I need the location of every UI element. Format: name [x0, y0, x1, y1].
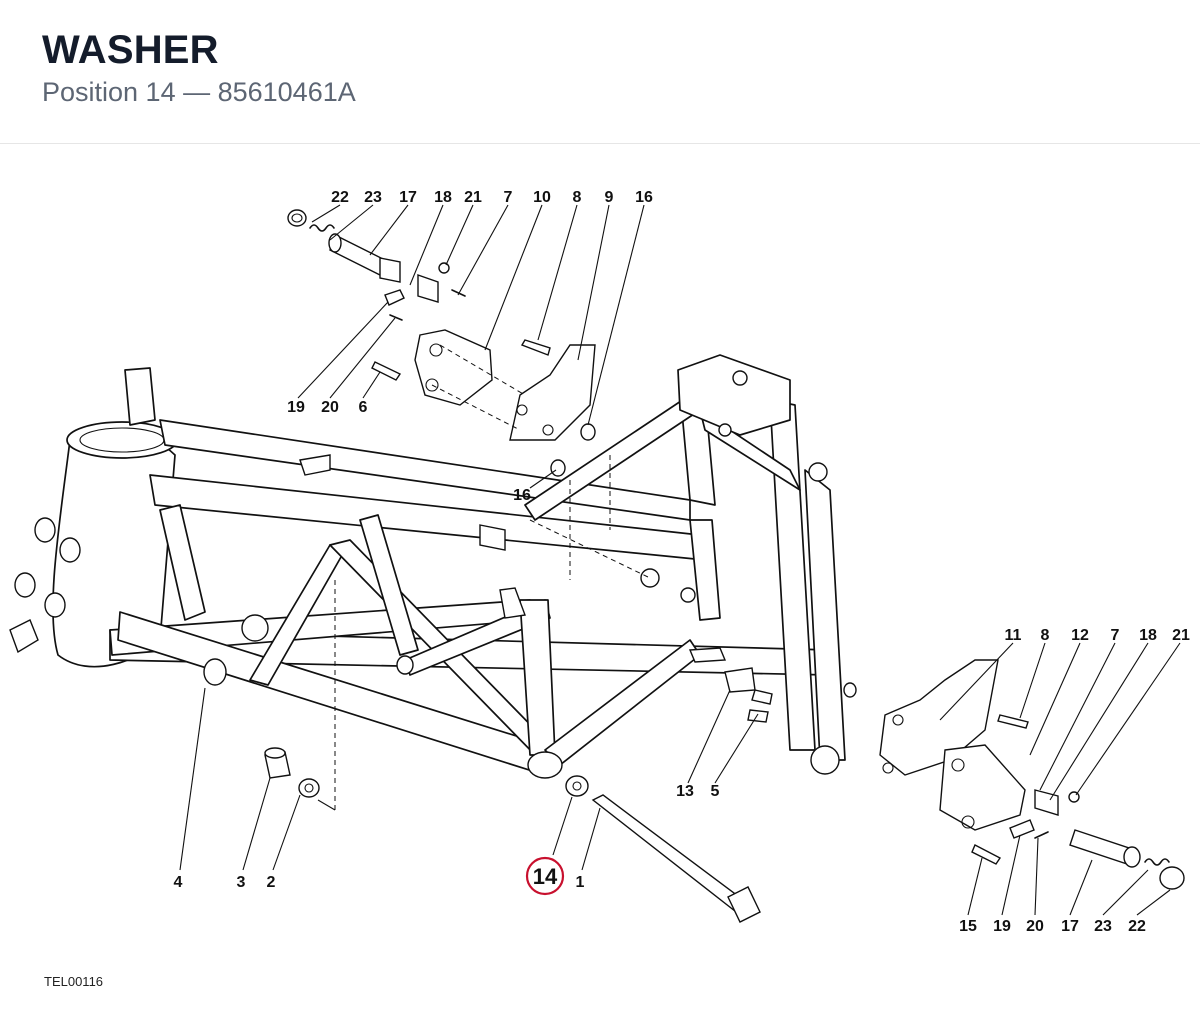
leader-lines — [179, 204, 1181, 916]
page-title: WASHER — [42, 28, 219, 72]
right-footpeg-assembly — [843, 659, 1185, 890]
frame-drawing — [9, 354, 846, 779]
callout-8-right: 8 — [1041, 627, 1050, 644]
callout-19-right: 19 — [993, 918, 1011, 935]
lower-parts — [264, 580, 773, 923]
callout-labels: 22 23 17 18 21 7 10 8 9 16 19 20 6 16 4 … — [174, 189, 1190, 935]
callout-20-right: 20 — [1026, 918, 1044, 935]
callout-17: 17 — [399, 189, 417, 206]
callout-23-right: 23 — [1094, 918, 1112, 935]
exploded-parts-diagram: 22 23 17 18 21 7 10 8 9 16 19 20 6 16 4 … — [9, 189, 1190, 935]
highlight-ring — [525, 856, 565, 896]
callout-7-right: 7 — [1111, 627, 1120, 644]
callout-23: 23 — [364, 189, 382, 206]
callout-12: 12 — [1071, 627, 1089, 644]
page-header: WASHER Position 14 — 85610461A — [0, 0, 1200, 144]
callout-22-right: 22 — [1128, 918, 1146, 935]
callout-19-top: 19 — [287, 399, 305, 416]
callout-7: 7 — [504, 189, 513, 206]
callout-16-mid: 16 — [513, 487, 531, 504]
callout-10: 10 — [533, 189, 551, 206]
callout-18-right: 18 — [1139, 627, 1157, 644]
callout-2: 2 — [267, 874, 276, 891]
callout-5: 5 — [711, 783, 720, 800]
callout-22: 22 — [331, 189, 349, 206]
callout-17-right: 17 — [1061, 918, 1079, 935]
callout-15: 15 — [959, 918, 977, 935]
callout-4: 4 — [174, 874, 183, 891]
callout-3: 3 — [237, 874, 246, 891]
part-subtitle: Position 14 — 85610461A — [42, 77, 356, 107]
callout-1: 1 — [576, 874, 585, 891]
callout-6: 6 — [359, 399, 368, 416]
callout-21: 21 — [464, 189, 482, 206]
callout-18: 18 — [434, 189, 452, 206]
callout-20-top: 20 — [321, 399, 339, 416]
callout-14-highlighted: 14 — [533, 864, 558, 889]
callout-16-top: 16 — [635, 189, 653, 206]
callout-11: 11 — [1005, 627, 1022, 644]
callout-9: 9 — [605, 189, 614, 206]
drawing-code: TEL00116 — [44, 974, 104, 989]
callout-21-right: 21 — [1172, 627, 1190, 644]
callout-8: 8 — [573, 189, 582, 206]
callout-13: 13 — [676, 783, 694, 800]
